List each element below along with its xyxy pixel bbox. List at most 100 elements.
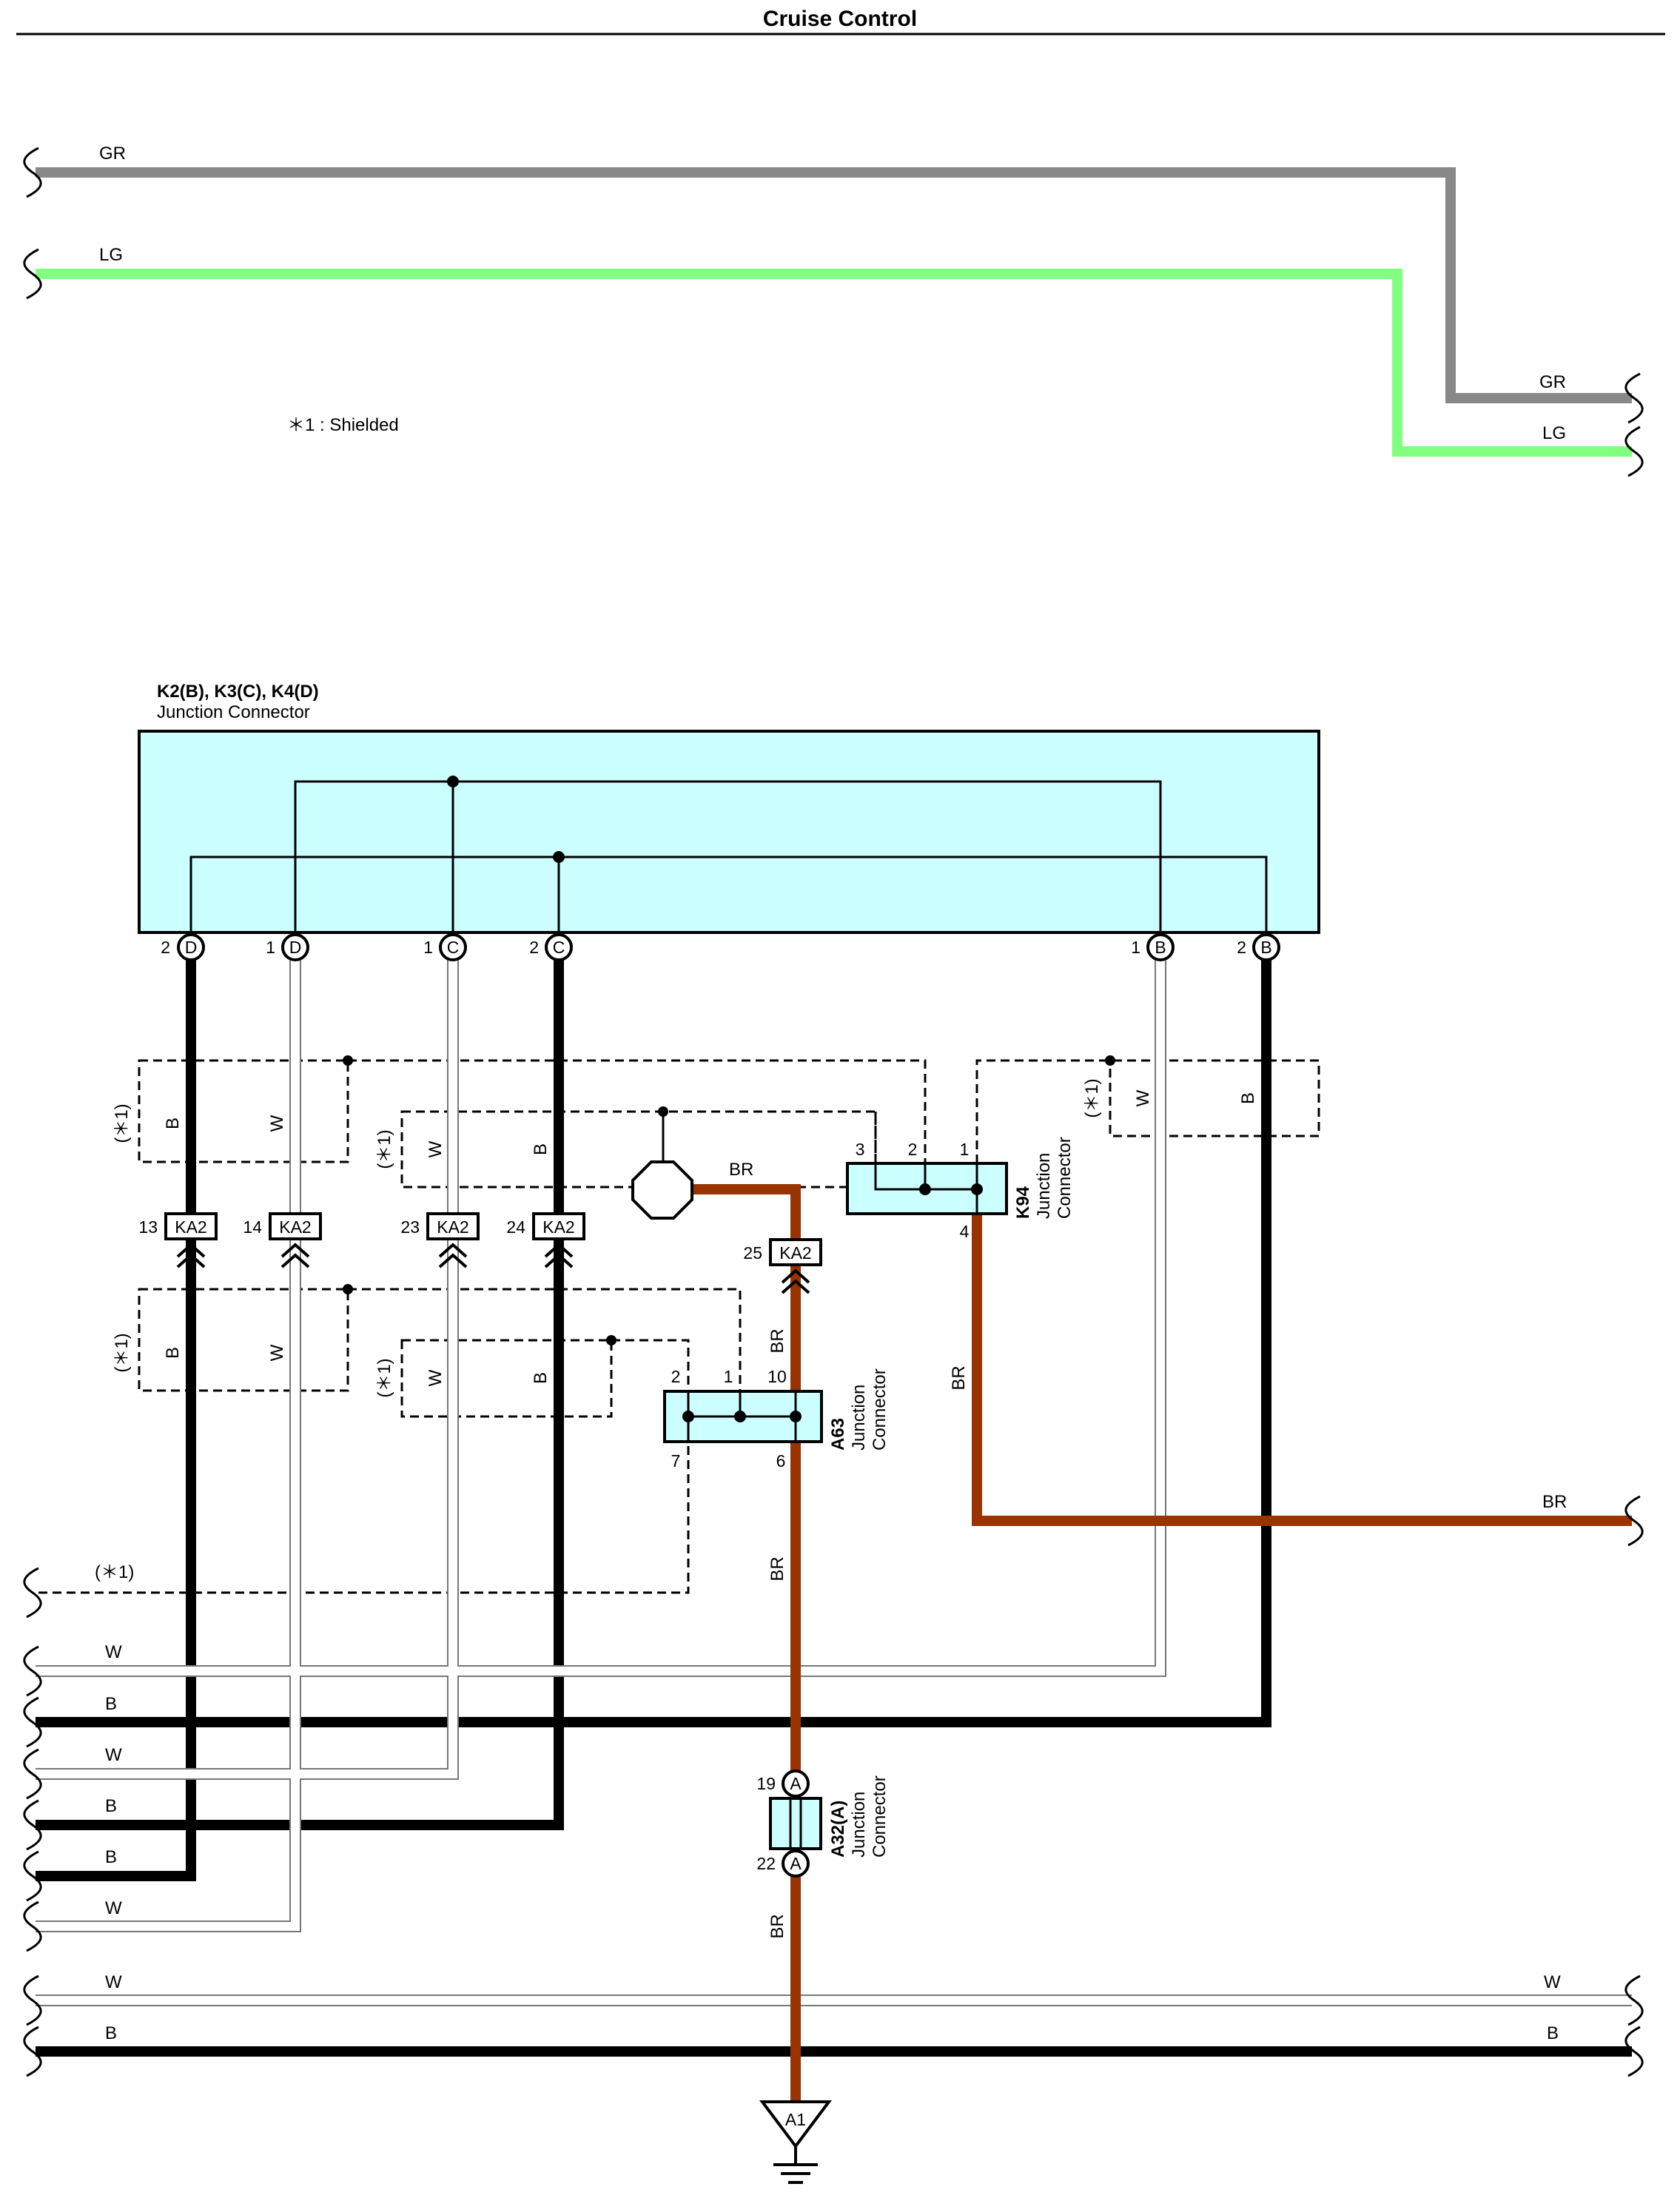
wire-label-w-right: W xyxy=(1544,1972,1561,1992)
a63-pin-2: 2 xyxy=(671,1367,681,1386)
a63-dot-2 xyxy=(734,1411,746,1422)
svg-text:23: 23 xyxy=(400,1217,420,1237)
svg-text:KA2: KA2 xyxy=(437,1217,468,1237)
shield-outlines xyxy=(36,1059,1320,1594)
k94-pin-4: 4 xyxy=(960,1222,970,1241)
a32-desc-1: Junction xyxy=(849,1792,869,1858)
wire-label-v7: B xyxy=(163,1347,183,1359)
svg-text:22: 22 xyxy=(756,1854,776,1873)
ka2-connector-23: KA2 23 xyxy=(400,1212,480,1268)
svg-text:KA2: KA2 xyxy=(542,1217,574,1237)
a63-name: A63 xyxy=(828,1418,848,1451)
page-title: Cruise Control xyxy=(763,7,917,31)
svg-text:KA2: KA2 xyxy=(279,1217,311,1237)
svg-text:C: C xyxy=(553,938,565,957)
ground-triangle xyxy=(759,2100,832,2149)
wire-label-v6: B xyxy=(1238,1092,1258,1104)
shield-note: ＊1 : Shielded xyxy=(287,415,399,435)
wire-label-w-left-2: W xyxy=(105,1745,122,1765)
svg-text:KA2: KA2 xyxy=(779,1243,811,1263)
wire-label-b-left-1: B xyxy=(105,1694,117,1714)
junction-main-pin-1: D 1 xyxy=(266,933,309,961)
a63-dot-3 xyxy=(790,1411,802,1422)
wire-label-br-ka2: BR xyxy=(767,1328,787,1353)
wire-label-v8: W xyxy=(267,1344,287,1361)
a63-desc-1: Junction xyxy=(849,1385,869,1451)
svg-text:1: 1 xyxy=(1131,938,1140,957)
wire-label-w-left-1: W xyxy=(105,1642,122,1662)
wires-black xyxy=(36,947,1632,2057)
wire-label-w-left-3: W xyxy=(105,1898,122,1918)
junction-main-pin-2: C 1 xyxy=(423,933,467,961)
a63-desc-2: Connector xyxy=(870,1368,890,1451)
shield-label-1: (＊1) xyxy=(112,1103,132,1143)
svg-text:19: 19 xyxy=(756,1774,776,1793)
k94-dot-2 xyxy=(971,1183,983,1195)
wire-label-br-a32: BR xyxy=(767,1914,787,1938)
svg-text:A: A xyxy=(790,1854,802,1873)
junction-main-pin-3: C 2 xyxy=(529,933,573,961)
junction-main-desc: Junction Connector xyxy=(157,702,310,722)
svg-text:1: 1 xyxy=(266,938,275,957)
break-marks-right xyxy=(1624,372,1644,2077)
svg-text:25: 25 xyxy=(743,1243,762,1263)
junction-main-pin-0: D 2 xyxy=(161,933,205,961)
k94-pin-3: 3 xyxy=(856,1140,865,1159)
wire-label-br-a63: BR xyxy=(767,1556,787,1581)
svg-text:B: B xyxy=(1155,938,1166,957)
wire-label-br-splice: BR xyxy=(729,1160,753,1180)
junction-main-box xyxy=(138,730,1320,934)
shield-label-2: (＊1) xyxy=(374,1129,394,1169)
k94-dot-1 xyxy=(919,1183,931,1195)
svg-text:2: 2 xyxy=(1237,938,1246,957)
a32-desc-2: Connector xyxy=(870,1775,890,1858)
a32-box xyxy=(769,1797,822,1850)
svg-text:2: 2 xyxy=(161,938,170,957)
wire-label-v2: W xyxy=(267,1115,287,1132)
wire-label-gr-right: GR xyxy=(1539,372,1566,392)
svg-text:D: D xyxy=(185,938,198,957)
wire-label-b-left-2: B xyxy=(105,1796,117,1816)
wire-label-v5: W xyxy=(1133,1089,1153,1106)
k94-name: K94 xyxy=(1013,1186,1033,1219)
a63-pin-1: 1 xyxy=(724,1367,733,1386)
wire-label-v9: W xyxy=(426,1369,446,1386)
a32-internal xyxy=(789,1798,802,1849)
a63-pin-6: 6 xyxy=(776,1451,786,1471)
svg-text:C: C xyxy=(447,938,460,957)
junction-main-pin-5: B 2 xyxy=(1237,933,1280,961)
splice-octagon xyxy=(631,1160,693,1220)
wire-label-v4: B xyxy=(531,1143,551,1155)
svg-text:A: A xyxy=(790,1774,802,1793)
svg-text:KA2: KA2 xyxy=(175,1217,206,1237)
ka2-connector-13: KA2 13 xyxy=(138,1212,218,1268)
wire-label-b-right: B xyxy=(1547,2023,1559,2043)
break-marks-left xyxy=(23,147,42,2077)
ground-icon xyxy=(773,2146,818,2184)
k94-desc-1: Junction xyxy=(1034,1153,1054,1219)
wire-label-lg-left: LG xyxy=(99,245,123,265)
svg-text:2: 2 xyxy=(529,938,539,957)
wire-label-lg-right: LG xyxy=(1542,423,1566,443)
a32-pin-top: A 19 xyxy=(756,1770,810,1798)
wire-label-v3: W xyxy=(426,1140,446,1157)
a32-pin-bottom: A 22 xyxy=(756,1849,810,1878)
shield-label-4: (＊1) xyxy=(112,1333,132,1372)
shield-dot-1 xyxy=(343,1055,353,1066)
shield-label-3: (＊1) xyxy=(1082,1078,1102,1118)
junction-main-name: K2(B), K3(C), K4(D) xyxy=(157,682,319,702)
shield-dot-3 xyxy=(1105,1055,1115,1066)
wire-label-b-left-4: B xyxy=(105,2023,117,2043)
ka2-connector-14: KA2 14 xyxy=(243,1212,322,1268)
svg-text:B: B xyxy=(1260,938,1271,957)
shield-label-6: (＊1) xyxy=(95,1562,134,1582)
wire-label-br-right: BR xyxy=(1542,1492,1567,1512)
wire-label-b-left-3: B xyxy=(105,1847,117,1867)
wire-label-v1: B xyxy=(163,1118,183,1129)
wire-gr-top xyxy=(36,167,1632,403)
svg-text:24: 24 xyxy=(506,1217,525,1237)
k94-pin-2: 2 xyxy=(908,1140,918,1159)
ka2-connector-24: KA2 24 xyxy=(506,1212,585,1268)
svg-text:14: 14 xyxy=(243,1217,262,1237)
